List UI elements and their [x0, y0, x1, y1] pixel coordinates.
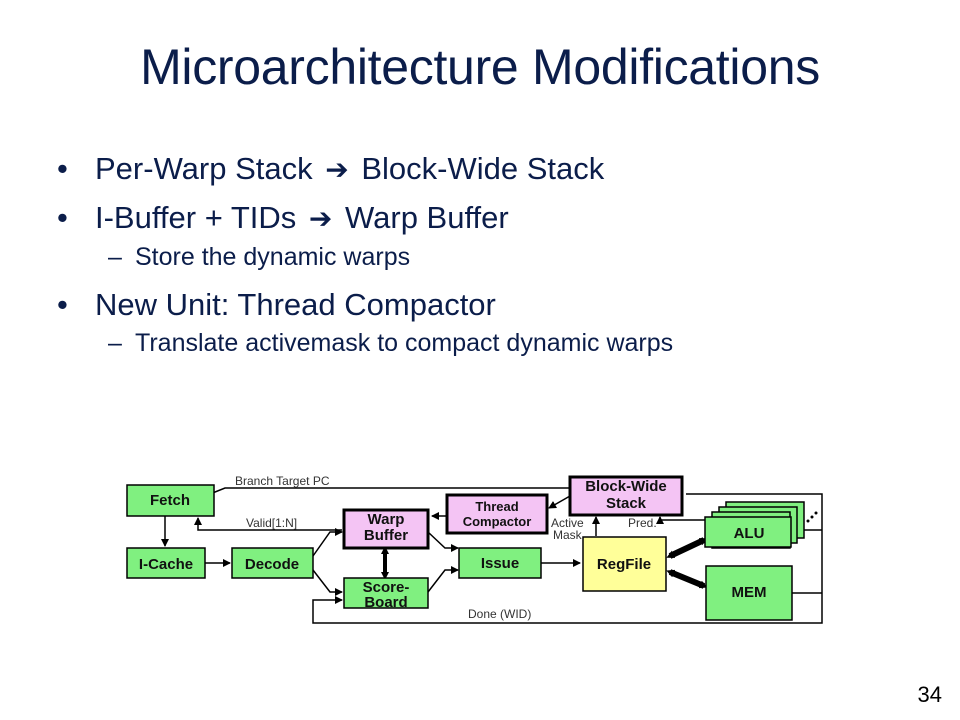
- regfile-exec-links: [666, 537, 708, 589]
- bullet-block-wide-stack: Per-Warp Stack ➔ Block-Wide Stack: [55, 150, 935, 189]
- thread-compactor-label: Thread: [475, 499, 518, 514]
- diagram-wires: [161, 487, 823, 624]
- branch-target-label: Branch Target PC: [235, 474, 330, 488]
- bullet-thread-compactor: New Unit: Thread Compactor: [55, 286, 935, 324]
- decode-block: Decode: [231, 547, 314, 579]
- page-number: 34: [917, 682, 942, 707]
- bullet-warp-buffer: I-Buffer + TIDs ➔ Warp Buffer: [55, 199, 935, 238]
- scoreboard-label: Board: [364, 594, 407, 611]
- bullet-text: Block-Wide Stack: [361, 151, 605, 186]
- alu-block: ALU: [704, 501, 818, 549]
- warp-buffer-label: Buffer: [364, 527, 408, 544]
- right-arrow-icon: ➔: [325, 153, 349, 186]
- issue-label: Issue: [481, 555, 519, 572]
- mem-block: MEM: [705, 565, 793, 621]
- warp-buffer-label: Warp: [368, 511, 405, 528]
- block-wide-stack-label: Stack: [606, 495, 647, 512]
- icache-label: I-Cache: [139, 556, 193, 573]
- active-mask-label: Mask: [553, 528, 583, 542]
- mem-label: MEM: [732, 584, 767, 601]
- warp-buffer-block: Warp Buffer: [342, 508, 430, 550]
- regfile-label: RegFile: [597, 556, 651, 573]
- fetch-label: Fetch: [150, 492, 190, 509]
- regfile-block: RegFile: [582, 536, 667, 592]
- scoreboard-label: Score-: [363, 579, 410, 596]
- sub-bullet-translate-activemask: Translate activemask to compact dynamic …: [55, 328, 935, 358]
- valid-label: Valid[1:N]: [246, 516, 297, 530]
- done-label: Done (WID): [468, 607, 531, 621]
- scoreboard-block: Score- Board: [343, 577, 429, 611]
- alu-label: ALU: [734, 525, 765, 542]
- slide-title: Microarchitecture Modifications: [140, 39, 820, 95]
- bullet-text: Warp Buffer: [345, 200, 509, 235]
- right-arrow-icon: ➔: [308, 202, 333, 235]
- icache-block: I-Cache: [126, 547, 206, 579]
- active-mask-label: Active: [551, 516, 584, 530]
- thread-compactor-label: Compactor: [463, 514, 532, 529]
- block-wide-stack-block: Block-Wide Stack: [568, 475, 684, 517]
- decode-label: Decode: [245, 556, 299, 573]
- ellipsis-icon: [806, 511, 818, 523]
- sub-bullet-store-warps: Store the dynamic warps: [55, 242, 935, 272]
- bullet-list: Per-Warp Stack ➔ Block-Wide Stack I-Buff…: [55, 150, 935, 372]
- block-wide-stack-label: Block-Wide: [585, 478, 667, 495]
- issue-block: Issue: [458, 547, 542, 579]
- bullet-text: Per-Warp Stack: [95, 151, 313, 186]
- pred-label: Pred.: [628, 516, 657, 530]
- fetch-block: Fetch: [126, 484, 215, 517]
- bullet-text: I-Buffer + TIDs: [95, 200, 297, 235]
- thread-compactor-block: Thread Compactor: [445, 493, 549, 535]
